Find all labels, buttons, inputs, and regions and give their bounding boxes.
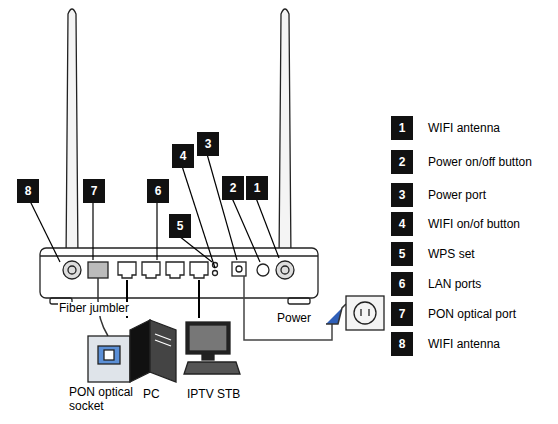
callout-number: 3Power port (391, 183, 413, 207)
power-port (236, 266, 242, 272)
callout-number: 7 (399, 307, 406, 321)
leader-lines (30, 154, 279, 268)
callout-number: 1 (246, 176, 268, 200)
callout-number: 1 (254, 181, 261, 195)
right-antenna (279, 9, 291, 262)
legend-text: LAN ports (428, 277, 481, 291)
part-label: Power (276, 312, 312, 326)
pon-port (88, 262, 108, 278)
callout-number: 6LAN ports (391, 272, 413, 296)
callout-number: 2 (399, 155, 406, 169)
antenna-base (68, 266, 76, 274)
callout-number: 7 (91, 184, 98, 198)
part-label: Fiber jumbler (58, 302, 130, 316)
antenna-base (276, 261, 294, 279)
legend-text: WIFI antenna (428, 121, 500, 135)
callout-number: 5 (177, 219, 184, 233)
callout-number: 4WIFI on/of button (391, 212, 413, 236)
left-antenna (66, 9, 78, 262)
callout-number: 5WPS set (391, 242, 413, 266)
callout-number: 8 (17, 179, 39, 203)
callout-number: 1WIFI antenna (391, 116, 413, 140)
legend-text: WPS set (428, 247, 475, 261)
wifi-button (213, 271, 218, 276)
legend-text: PON optical port (428, 307, 516, 321)
callout-number: 3 (197, 132, 219, 156)
legend-text: Power on/off button (428, 155, 532, 169)
iptv-stb-icon (184, 322, 240, 374)
power-cable (244, 276, 332, 340)
part-label: IPTV STB (186, 388, 241, 402)
callout-number: 4 (399, 217, 406, 231)
power-port (232, 262, 246, 276)
lan-cable (198, 280, 200, 318)
callout-number: 4 (172, 144, 194, 168)
callout-number: 6 (155, 184, 162, 198)
callout-number: 8WIFI antenna (391, 332, 413, 356)
callout-number: 8 (399, 337, 406, 351)
callout-number: 3 (205, 137, 212, 151)
callout-number: 2Power on/off button (391, 150, 413, 174)
callout-number: 8 (25, 184, 32, 198)
callout-number: 7PON optical port (391, 302, 413, 326)
callout-number: 3 (399, 188, 406, 202)
callout-number: 6 (399, 277, 406, 291)
power-plug (326, 304, 346, 324)
part-label: PC (142, 388, 161, 402)
callout-number: 5 (399, 247, 406, 261)
callout-number: 6 (147, 179, 169, 203)
antenna-base (281, 266, 289, 274)
power-button (257, 264, 269, 276)
legend-text: WIFI on/of button (428, 217, 520, 231)
callout-number: 7 (83, 179, 105, 203)
antenna-base (63, 261, 81, 279)
callout-number: 1 (399, 121, 406, 135)
callout-number: 2 (230, 181, 237, 195)
callout-number: 5 (169, 214, 191, 238)
lan-ports (118, 262, 208, 278)
router-body (40, 248, 318, 298)
callout-number: 2 (222, 176, 244, 200)
router-foot (288, 298, 310, 304)
power-outlet (346, 296, 384, 330)
pc-icon (130, 320, 176, 382)
part-label: PON optical socket (68, 386, 152, 414)
router-edge (40, 255, 318, 256)
pon-socket (88, 336, 130, 382)
legend-text: Power port (428, 188, 486, 202)
callout-number: 4 (180, 149, 187, 163)
legend-text: WIFI antenna (428, 337, 500, 351)
